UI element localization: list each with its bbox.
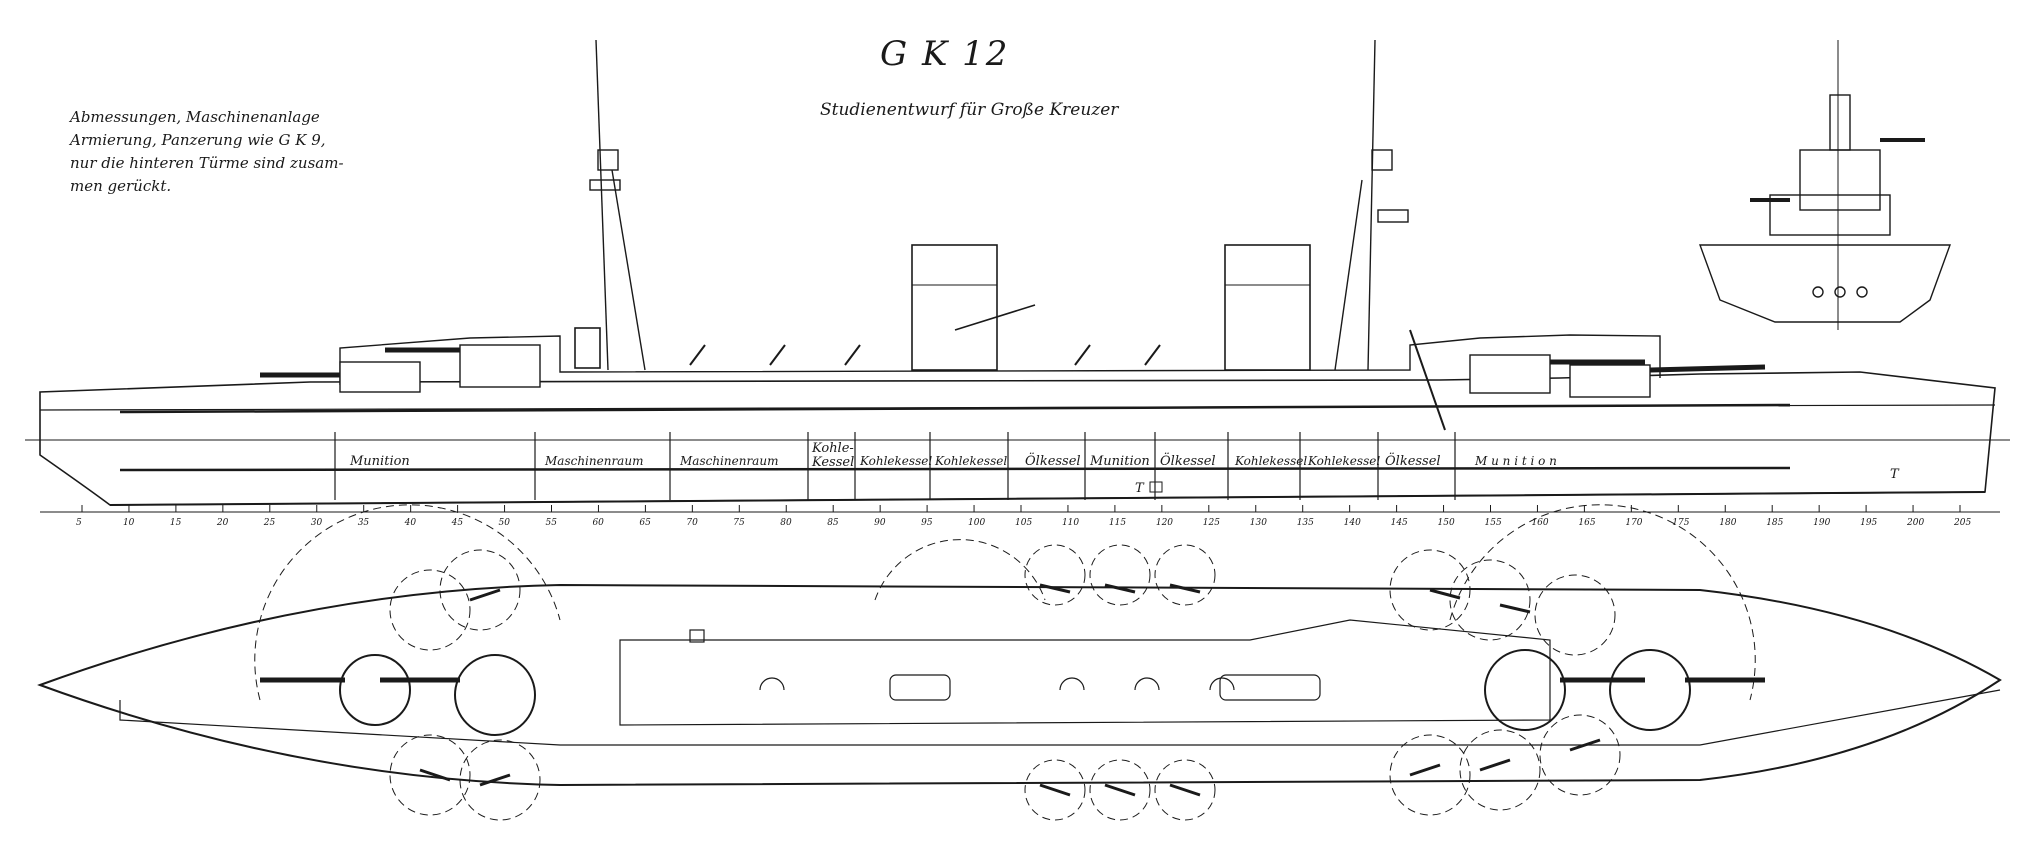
frame-label: 35 xyxy=(358,518,370,528)
frame-label: 75 xyxy=(733,518,745,528)
compartment-label-7: Ölkessel xyxy=(1025,452,1081,469)
frame-label: 65 xyxy=(639,518,651,528)
turret-b xyxy=(459,344,541,388)
plan-turret-a xyxy=(339,654,411,726)
compartment-dividers xyxy=(334,432,1456,500)
forward-conning-tower xyxy=(574,327,601,369)
frame-label: 15 xyxy=(170,518,182,528)
frame-label: 170 xyxy=(1625,518,1642,528)
compartment-label-2: Maschinenraum xyxy=(679,454,778,468)
plan-turrets xyxy=(339,649,1691,736)
plan-turret-b xyxy=(454,654,536,736)
crane xyxy=(954,304,1036,331)
frame-label: 60 xyxy=(592,518,604,528)
frame-label: 90 xyxy=(874,518,886,528)
drawing-title: G K 12 xyxy=(880,34,1010,74)
aft-funnel xyxy=(1224,244,1311,371)
hull-profile xyxy=(39,371,1996,506)
compartment-label-0: Munition xyxy=(349,454,410,469)
compartment-label-12: Ölkessel xyxy=(1385,452,1441,469)
plan-turret-d xyxy=(1609,649,1691,731)
compartment-label-3: Kohle- xyxy=(811,441,854,456)
side-turrets xyxy=(339,344,1651,398)
frame-label: 180 xyxy=(1719,518,1736,528)
compartment-label-13: M u n i t i o n xyxy=(1474,454,1557,468)
mark-t2: T xyxy=(1890,467,1900,482)
compartment-label-5: Kohlekessel xyxy=(859,454,932,468)
frame-label: 45 xyxy=(451,518,464,528)
frame-label: 5 xyxy=(76,518,82,528)
frame-label: 10 xyxy=(123,518,135,528)
keel-line xyxy=(109,491,1986,506)
forward-funnel xyxy=(911,244,998,371)
forward-mast xyxy=(589,39,646,371)
drawing-note: Abmessungen, Maschinenanlage Armierung, … xyxy=(70,108,344,195)
superstructure-plan xyxy=(619,619,1551,726)
frame-label: 110 xyxy=(1062,518,1079,528)
frame-label: 145 xyxy=(1391,518,1408,528)
frame-label: 105 xyxy=(1015,518,1032,528)
frame-label: 205 xyxy=(1953,518,1971,528)
plan-view xyxy=(37,504,2002,821)
frame-label: 155 xyxy=(1485,518,1502,528)
frame-label: 115 xyxy=(1109,518,1126,528)
turret-c xyxy=(1469,354,1551,394)
plan-turret-c xyxy=(1484,649,1566,731)
frame-label: 25 xyxy=(263,518,276,528)
compartment-label-1: Maschinenraum xyxy=(544,454,643,468)
frame-label: 50 xyxy=(499,518,511,528)
main-guns-side xyxy=(260,347,1766,378)
compartment-labels: Munition Maschinenraum Maschinenraum Kohle-… xyxy=(349,441,1557,470)
frame-label: 80 xyxy=(780,518,792,528)
frame-label: 95 xyxy=(921,518,933,528)
frame-label: 190 xyxy=(1813,518,1830,528)
frame-label: 55 xyxy=(546,518,558,528)
compartment-label-8: Munition xyxy=(1089,454,1150,469)
deck-outline xyxy=(37,583,2002,787)
frame-label: 40 xyxy=(404,518,417,528)
frame-label: 125 xyxy=(1203,518,1220,528)
frame-label: 20 xyxy=(216,518,229,528)
mark-t1: T xyxy=(1135,481,1145,496)
compartment-label-4: Kessel xyxy=(811,455,854,470)
superstructure xyxy=(339,334,1661,385)
frame-label: 120 xyxy=(1156,518,1173,528)
frame-label: 165 xyxy=(1578,518,1595,528)
frame-label: 160 xyxy=(1531,518,1548,528)
compartment-label-11: Kohlekessel xyxy=(1307,454,1380,468)
drawing-subtitle: Studienentwurf für Große Kreuzer xyxy=(820,100,1119,120)
inner-deck-line xyxy=(119,689,2001,746)
frame-label: 175 xyxy=(1672,518,1689,528)
compartment-label-10: Kohlekessel xyxy=(1234,454,1307,468)
frame-label: 30 xyxy=(311,518,323,528)
frame-label: 130 xyxy=(1250,518,1267,528)
frame-label: 135 xyxy=(1297,518,1314,528)
deck-guns xyxy=(689,344,1161,366)
frame-label: 140 xyxy=(1344,518,1361,528)
aft-mast xyxy=(1334,39,1446,431)
frame-label: 185 xyxy=(1766,518,1783,528)
frame-label: 70 xyxy=(686,518,698,528)
turret-d xyxy=(1569,364,1651,398)
frame-label: 85 xyxy=(827,518,839,528)
armor-belt-top xyxy=(119,403,1791,414)
cross-section xyxy=(1699,40,1951,330)
frame-label: 200 xyxy=(1906,518,1924,528)
firing-arcs xyxy=(254,504,1756,821)
compartment-label-6: Kohlekessel xyxy=(934,454,1007,468)
casemate-guns xyxy=(419,583,1601,797)
side-elevation: Munition Maschinenraum Maschinenraum Kohle-… xyxy=(25,39,2010,528)
frame-scale: 5 10 15 20 25 30 35 40 45 50 55 60 65 70 75 80 85 90 95 100… xyxy=(76,505,1971,528)
frame-label: 195 xyxy=(1860,518,1877,528)
armor-belt-bottom xyxy=(119,466,1791,472)
frame-label: 150 xyxy=(1438,518,1455,528)
compartment-label-9: Ölkessel xyxy=(1160,452,1216,469)
plan-small-guns xyxy=(689,629,1321,701)
frame-label: 100 xyxy=(968,518,985,528)
turret-a xyxy=(339,361,421,393)
